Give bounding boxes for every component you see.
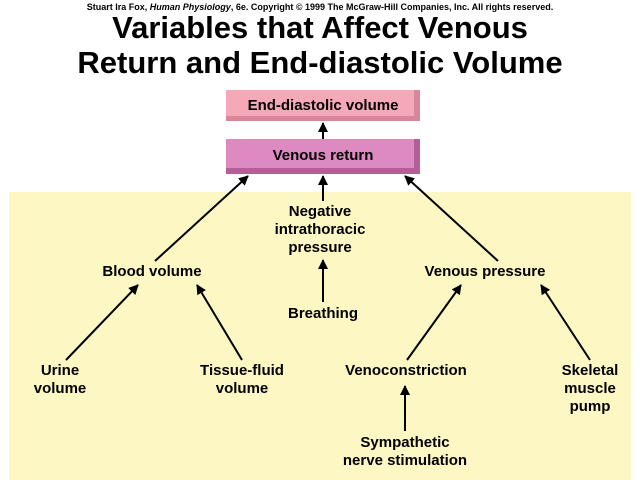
tissue-line-2: volume [215, 380, 269, 397]
smp-line-1: Skeletal [561, 362, 619, 379]
sympathetic-nerve-stimulation-node: Sympathetic nerve stimulation [320, 434, 490, 470]
copyright-author: Stuart Ira Fox, [86, 2, 150, 12]
nip-line-2: intrathoracic [274, 221, 366, 238]
urine-line-2: volume [33, 380, 87, 397]
arrow-tissue-fluid-to-blood-volume [196, 284, 243, 361]
venous-return-box: Venous return [226, 139, 420, 174]
arrow-skeletal-pump-to-venous-pressure [540, 284, 591, 361]
title-line-1: Variables that Affect Venous [112, 10, 528, 45]
end-diastolic-volume-box: End-diastolic volume [226, 90, 420, 121]
arrow-venoconstriction-to-venous-pressure [406, 284, 462, 361]
smp-line-3: pump [569, 398, 611, 415]
breathing-node: Breathing [287, 305, 358, 322]
urine-volume-node: Urine volume [20, 362, 100, 398]
copyright-line: Stuart Ira Fox, Human Physiology, 6e. Co… [0, 2, 640, 12]
background-panel [9, 192, 631, 480]
blood-volume-node: Blood volume [102, 263, 202, 280]
venoconstriction-node: Venoconstriction [345, 362, 467, 379]
copyright-book: Human Physiology [149, 2, 231, 12]
sns-line-1: Sympathetic [360, 434, 450, 451]
nip-line-1: Negative [288, 203, 352, 220]
urine-line-1: Urine [40, 362, 80, 379]
arrow-venous-pressure-to-venous-return [404, 175, 499, 262]
title-line-2: Return and End-diastolic Volume [77, 45, 563, 80]
tissue-line-1: Tissue-fluid [200, 362, 284, 379]
arrow-blood-volume-to-venous-return [154, 175, 249, 262]
venous-pressure-node: Venous pressure [424, 263, 546, 280]
negative-intrathoracic-pressure-node: Negative intrathoracic pressure [255, 203, 385, 257]
sns-line-2: nerve stimulation [342, 452, 468, 469]
nip-line-3: pressure [288, 239, 352, 256]
smp-line-2: muscle [564, 380, 616, 397]
tissue-fluid-volume-node: Tissue-fluid volume [180, 362, 304, 398]
page-title: Variables that Affect Venous Return and … [0, 10, 640, 80]
skeletal-muscle-pump-node: Skeletal muscle pump [545, 362, 635, 416]
copyright-rest: , 6e. Copyright © 1999 The McGraw-Hill C… [230, 2, 554, 12]
arrow-urine-to-blood-volume [65, 284, 139, 361]
